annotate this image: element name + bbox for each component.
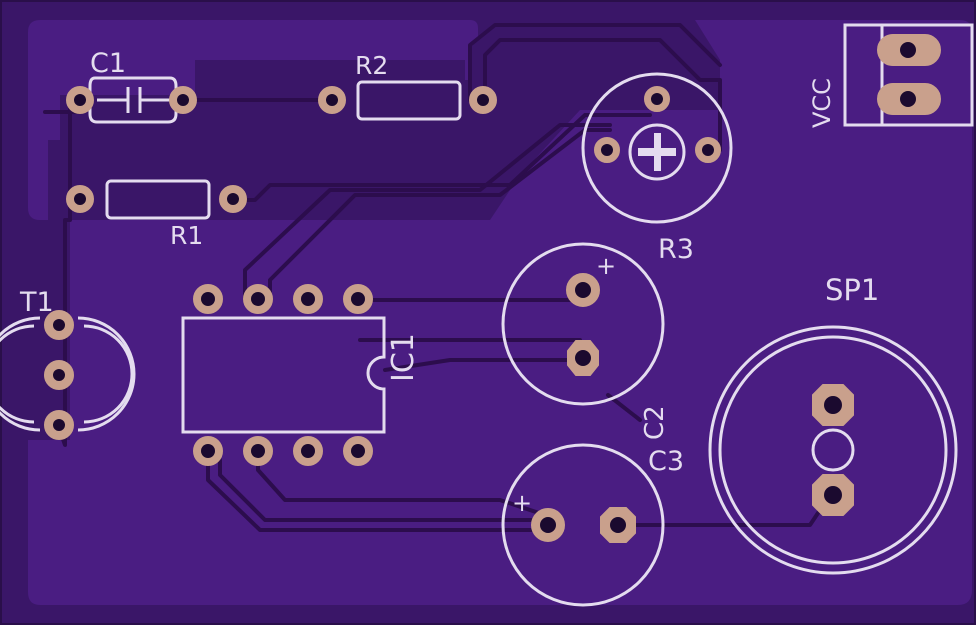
component-sp1: SP1 [708,273,958,575]
label-sp1: SP1 [825,273,879,307]
label-r2: R2 [355,51,388,80]
component-r3: R3 [581,72,733,265]
component-t1: T1 [0,287,136,440]
component-ic1: IC1 [181,284,421,466]
label-c3-polarity: + [512,489,532,517]
label-t1: T1 [19,287,54,318]
label-c1: C1 [90,48,126,79]
component-c2: + C2 [501,242,670,440]
component-vcc-connector: VCC [808,23,974,128]
label-c3: C3 [648,446,684,477]
label-vcc: VCC [808,78,836,128]
component-c3: + C3 [501,443,684,607]
component-c1: C1 [66,48,197,124]
label-r3: R3 [658,234,694,265]
label-c2-polarity: + [596,252,616,280]
label-ic1: IC1 [386,333,421,382]
component-r1: R1 [66,179,247,250]
label-c2: C2 [640,405,670,440]
traces [43,23,832,532]
label-r1: R1 [170,221,203,250]
component-r2: R2 [318,51,497,121]
